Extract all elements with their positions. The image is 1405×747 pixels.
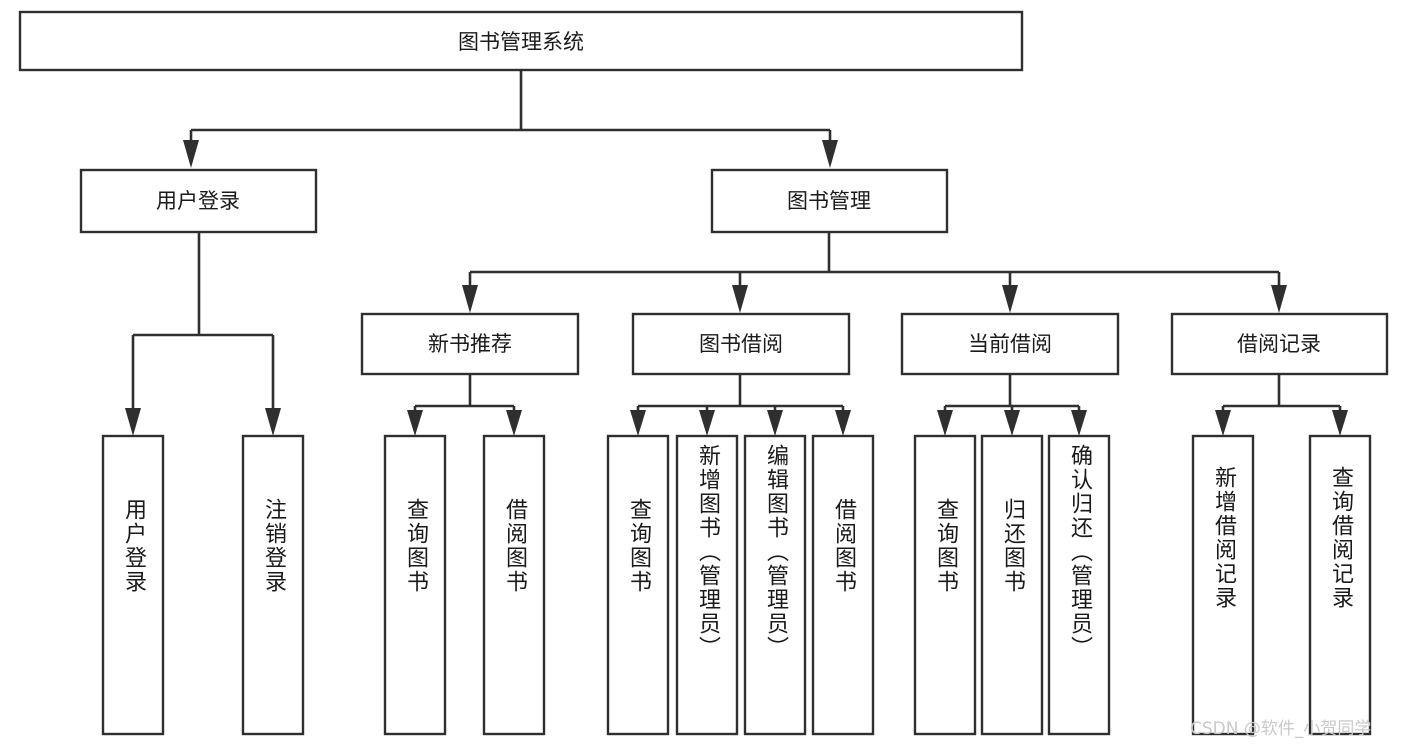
arrow-icon [1215, 410, 1231, 436]
arrow-icon [462, 285, 478, 313]
connector-userlogin-to-leaves [125, 232, 281, 436]
leaf-borrow-borrow[interactable] [811, 434, 875, 736]
leaf-current-query[interactable] [913, 434, 977, 736]
node-new-book-recommend[interactable] [360, 312, 580, 376]
node-user-login-label: 用户登录 [156, 189, 240, 213]
node-current-borrow-label: 当前借阅 [968, 332, 1052, 356]
watermark: CSDN @软件_小贺同学 [1190, 719, 1372, 739]
leaf-newbook-borrow[interactable] [482, 434, 546, 736]
arrow-icon [767, 410, 783, 436]
leaf-newbook-query[interactable] [383, 434, 447, 736]
node-new-book-recommend-label: 新书推荐 [428, 332, 512, 356]
node-book-management[interactable] [710, 168, 949, 234]
leaf-record-query[interactable] [1308, 434, 1372, 736]
connector-newbook-to-leaves [407, 374, 522, 436]
leaf-current-return[interactable] [980, 434, 1044, 736]
connector-bookmgmt-to-level3 [462, 232, 1287, 313]
arrow-icon [1004, 410, 1020, 436]
node-root[interactable] [18, 10, 1024, 72]
leaf-current-confirm[interactable] [1047, 434, 1111, 736]
arrow-icon [1002, 285, 1018, 313]
leaf-record-add[interactable] [1191, 434, 1255, 736]
node-borrow-record[interactable] [1170, 312, 1389, 376]
node-current-borrow[interactable] [900, 312, 1120, 376]
arrow-icon [732, 285, 748, 313]
leaf-user-login-logout[interactable] [241, 434, 305, 736]
arrow-icon [835, 410, 851, 436]
node-book-borrow-label: 图书借阅 [699, 332, 783, 356]
node-book-borrow[interactable] [631, 312, 851, 376]
arrow-icon [630, 410, 646, 436]
leaf-user-login-login[interactable] [101, 434, 165, 736]
arrow-icon [1332, 410, 1348, 436]
connector-borrow-to-leaves [630, 374, 851, 436]
connector-root-to-level2 [183, 70, 838, 168]
leaf-borrow-edit[interactable] [743, 434, 807, 736]
arrow-icon [183, 140, 199, 168]
leaf-borrow-query[interactable] [606, 434, 670, 736]
node-root-label: 图书管理系统 [458, 30, 584, 54]
arrow-icon [125, 408, 141, 436]
node-borrow-record-label: 借阅记录 [1237, 332, 1321, 356]
arrow-icon [1071, 410, 1087, 436]
node-book-management-label: 图书管理 [787, 189, 871, 213]
arrow-icon [937, 410, 953, 436]
arrow-icon [1271, 285, 1287, 313]
leaf-borrow-add[interactable] [675, 434, 739, 736]
arrow-icon [699, 410, 715, 436]
arrow-icon [822, 140, 838, 168]
connector-record-to-leaves [1215, 374, 1348, 436]
arrow-icon [506, 410, 522, 436]
arrow-icon [407, 410, 423, 436]
arrow-icon [265, 408, 281, 436]
node-user-login[interactable] [79, 168, 318, 234]
connector-current-to-leaves [937, 374, 1087, 436]
